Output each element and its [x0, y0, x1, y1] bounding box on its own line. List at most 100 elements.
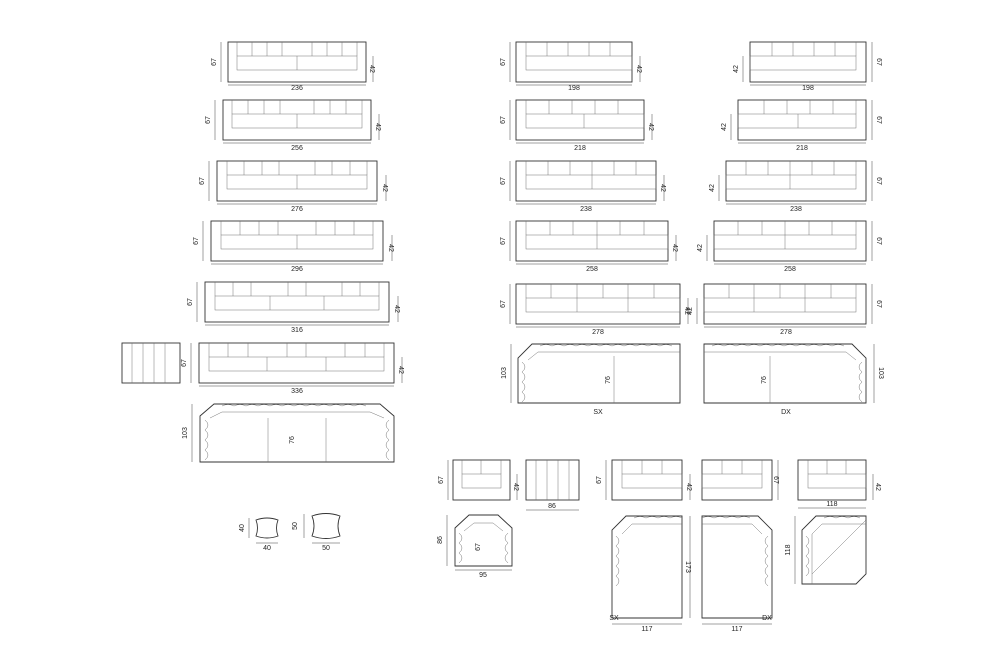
left-element-238-height: 67	[500, 177, 507, 185]
ottoman-50-depth: 50	[292, 522, 299, 530]
ottoman-50-top-view	[303, 513, 341, 544]
right-element-278-front-view	[696, 283, 873, 328]
left-element-258-seat-height: 42	[671, 244, 678, 252]
left-element-238-width: 238	[580, 206, 592, 213]
sofa-316-seat-height: 42	[393, 305, 400, 313]
left-element-258-width: 258	[586, 266, 598, 273]
right-element-258-front-view	[706, 220, 873, 265]
left-element-278-width: 278	[592, 329, 604, 336]
left-element-218-front-view	[509, 99, 653, 144]
sofa-316-height: 67	[187, 298, 194, 306]
sofa-296-front-view	[202, 220, 393, 265]
corner-sx-side-label: SX	[593, 409, 603, 416]
armchair-height: 67	[438, 476, 445, 484]
sofa-top-view	[191, 403, 395, 463]
sofa-236-seat-height: 42	[368, 65, 375, 73]
ottoman-40-width: 40	[263, 545, 271, 552]
left-element-198-seat-height: 42	[635, 65, 642, 73]
chaise-sx-height: 67	[596, 476, 603, 484]
corner-element-dx-top-view	[703, 343, 875, 404]
corner-sx-depth: 103	[501, 367, 508, 379]
chaise-sx-front-view	[605, 459, 691, 501]
sofa-336-height: 67	[181, 359, 188, 367]
sofa-296-height: 67	[193, 237, 200, 245]
chaise-dx-top-view	[701, 515, 773, 625]
chaise-dx-front-view	[701, 459, 779, 501]
left-element-258-height: 67	[500, 237, 507, 245]
chaise-dx-width: 117	[731, 626, 742, 633]
corner-unit-front-view	[797, 459, 874, 509]
left-element-198-front-view	[509, 41, 641, 86]
left-element-278-seat-height: 42	[683, 307, 690, 315]
corner-unit-top-view	[794, 515, 867, 585]
corner-element-sx-top-view	[510, 343, 681, 404]
sofa-276-width: 276	[291, 206, 303, 213]
corner-dx-side-label: DX	[781, 409, 791, 416]
right-element-258-width: 258	[784, 266, 796, 273]
right-element-238-front-view	[718, 160, 873, 205]
right-element-278-height: 67	[875, 300, 882, 308]
left-element-278-height: 67	[500, 300, 507, 308]
armchair-top-view	[446, 514, 513, 571]
chaise-dx-side-label: DX	[762, 615, 772, 622]
right-element-258-height: 67	[875, 237, 882, 245]
right-element-198-front-view	[742, 41, 873, 86]
sofa-336-width: 336	[291, 388, 303, 395]
sofa-336-seat-height: 42	[397, 366, 404, 374]
left-element-278-front-view	[509, 283, 689, 328]
corner-sx-seat-depth: 76	[605, 376, 612, 384]
armchair-seat-height: 42	[512, 483, 519, 491]
armchair-seat-depth: 67	[475, 543, 482, 551]
sofa-256-seat-height: 42	[374, 123, 381, 131]
corner-dx-depth: 103	[877, 367, 884, 379]
chaise-sx-length: 173	[684, 561, 691, 573]
sofa-236-height: 67	[211, 58, 218, 66]
right-element-218-seat-height: 42	[721, 123, 728, 131]
ottoman-50-width: 50	[322, 545, 330, 552]
sofa-top-depth: 103	[182, 427, 189, 439]
pouf-width: 86	[548, 503, 556, 510]
pouf-front-view	[525, 459, 580, 511]
chaise-sx-side-label: SX	[609, 615, 619, 622]
right-element-198-height: 67	[875, 58, 882, 66]
sofa-256-width: 256	[291, 145, 303, 152]
sofa-296-seat-height: 42	[387, 244, 394, 252]
sofa-236-front-view	[220, 41, 374, 86]
armchair-depth: 86	[437, 536, 444, 544]
chaise-sx-top-view	[611, 515, 691, 625]
sofa-256-front-view	[214, 99, 380, 144]
sofa-296-width: 296	[291, 266, 303, 273]
sofa-276-height: 67	[199, 177, 206, 185]
right-element-198-width: 198	[802, 85, 814, 92]
right-element-238-height: 67	[875, 177, 882, 185]
right-element-238-width: 238	[790, 206, 802, 213]
right-element-238-seat-height: 42	[709, 184, 716, 192]
ottoman-40-top-view	[248, 517, 279, 544]
left-element-218-width: 218	[574, 145, 586, 152]
sofa-236-width: 236	[291, 85, 303, 92]
corner-unit-seat-height: 42	[874, 483, 881, 491]
chaise-dx-height: 67	[772, 476, 779, 484]
sofa-276-seat-height: 42	[381, 184, 388, 192]
right-element-258-seat-height: 42	[697, 244, 704, 252]
corner-unit-depth: 118	[785, 544, 792, 555]
chaise-sx-width: 117	[641, 626, 652, 633]
chaise-sx-seat-height: 42	[685, 483, 692, 491]
armchair-front-view	[447, 459, 518, 501]
right-element-218-front-view	[730, 99, 873, 144]
right-element-278-width: 278	[780, 329, 792, 336]
left-element-218-height: 67	[500, 116, 507, 124]
armchair-width: 95	[479, 572, 487, 579]
corner-unit-front-width: 118	[826, 501, 837, 508]
left-element-198-height: 67	[500, 58, 507, 66]
right-element-218-height: 67	[875, 116, 882, 124]
right-element-198-seat-height: 42	[733, 65, 740, 73]
sofa-336-front-view	[190, 342, 403, 387]
sofa-316-width: 316	[291, 327, 303, 334]
sofa-316-front-view	[196, 281, 399, 326]
ottoman-40-depth: 40	[239, 524, 246, 532]
sofa-top-seat-depth: 76	[289, 436, 296, 444]
left-element-218-seat-height: 42	[647, 123, 654, 131]
sofa-side-profile	[121, 342, 181, 384]
